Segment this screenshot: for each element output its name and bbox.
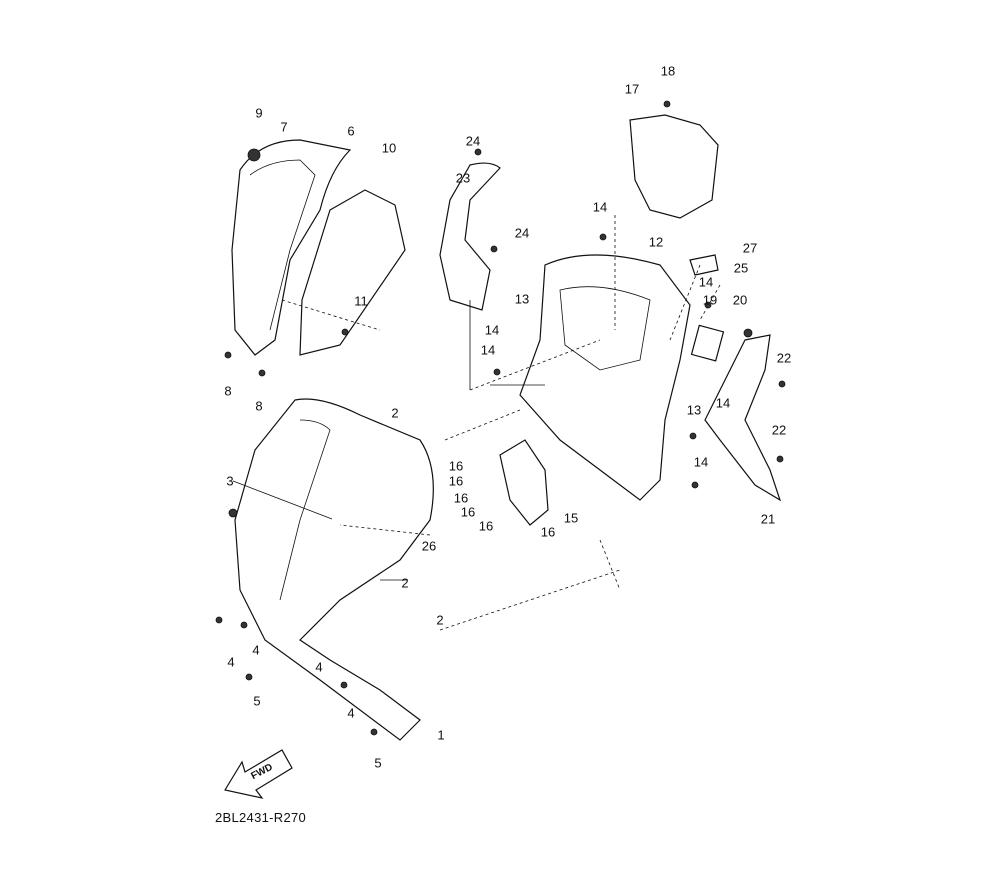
part-label-15[interactable]: 15: [563, 510, 579, 526]
part-label-16[interactable]: 16: [448, 473, 464, 489]
part-23-trim: [439, 162, 501, 311]
part-label-16[interactable]: 16: [460, 504, 476, 520]
part-label-19[interactable]: 19: [702, 292, 718, 308]
part-label-1[interactable]: 1: [437, 727, 445, 743]
part-label-13[interactable]: 13: [514, 291, 530, 307]
part-label-14[interactable]: 14: [698, 274, 714, 290]
part-label-5[interactable]: 5: [253, 693, 261, 709]
part-label-6[interactable]: 6: [347, 123, 355, 139]
part-label-21[interactable]: 21: [760, 511, 776, 527]
part-label-4[interactable]: 4: [315, 659, 323, 675]
part-label-14[interactable]: 14: [693, 454, 709, 470]
part-label-18[interactable]: 18: [660, 63, 676, 79]
part-label-2[interactable]: 2: [401, 575, 409, 591]
part-label-10[interactable]: 10: [381, 140, 397, 156]
part-label-2[interactable]: 2: [436, 612, 444, 628]
part-label-14[interactable]: 14: [480, 342, 496, 358]
part-9-grommet: [247, 148, 261, 162]
part-label-4[interactable]: 4: [252, 642, 260, 658]
part-25-label: [689, 254, 719, 276]
part-label-26[interactable]: 26: [421, 538, 437, 554]
part-label-22[interactable]: 22: [776, 350, 792, 366]
part-label-20[interactable]: 20: [732, 292, 748, 308]
screws: [215, 100, 786, 736]
part-label-17[interactable]: 17: [624, 81, 640, 97]
part-label-24[interactable]: 24: [465, 133, 481, 149]
part-label-9[interactable]: 9: [255, 105, 263, 121]
figure-code: 2BL2431-R270: [215, 810, 307, 825]
part-label-16[interactable]: 16: [540, 524, 556, 540]
part-label-2[interactable]: 2: [391, 405, 399, 421]
part-label-22[interactable]: 22: [771, 422, 787, 438]
part-label-16[interactable]: 16: [448, 458, 464, 474]
part-label-13[interactable]: 13: [686, 402, 702, 418]
part-label-24[interactable]: 24: [514, 225, 530, 241]
part-17-headlight: [629, 114, 719, 219]
part-label-4[interactable]: 4: [347, 705, 355, 721]
part-21-side-panel: [704, 334, 782, 502]
part-label-16[interactable]: 16: [453, 490, 469, 506]
part-label-8[interactable]: 8: [255, 398, 263, 414]
part-1-front-cover: [234, 398, 434, 741]
part-12-leg-shield: [519, 254, 691, 501]
part-label-16[interactable]: 16: [478, 518, 494, 534]
part-label-14[interactable]: 14: [484, 322, 500, 338]
part-19-switch: [690, 324, 725, 362]
part-label-14[interactable]: 14: [715, 395, 731, 411]
part-15-bracket: [499, 439, 549, 526]
part-label-5[interactable]: 5: [374, 755, 382, 771]
fwd-arrow: [224, 749, 293, 799]
part-label-23[interactable]: 23: [455, 170, 471, 186]
part-label-14[interactable]: 14: [592, 199, 608, 215]
part-10-turn-light: [299, 189, 406, 356]
part-label-3[interactable]: 3: [226, 473, 234, 489]
part-label-8[interactable]: 8: [224, 383, 232, 399]
part-label-4[interactable]: 4: [227, 654, 235, 670]
part-label-25[interactable]: 25: [733, 260, 749, 276]
part-label-27[interactable]: 27: [742, 240, 758, 256]
part-label-7[interactable]: 7: [280, 119, 288, 135]
part-label-11[interactable]: 11: [354, 293, 368, 309]
part-label-12[interactable]: 12: [648, 234, 664, 250]
